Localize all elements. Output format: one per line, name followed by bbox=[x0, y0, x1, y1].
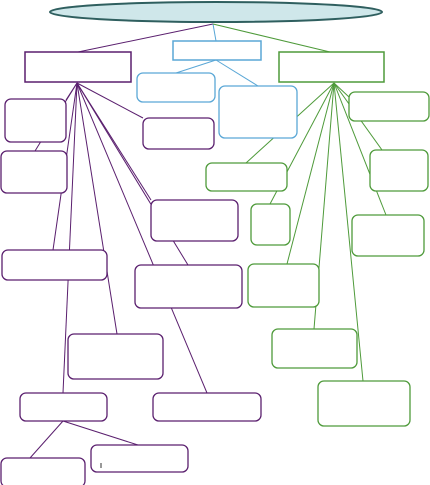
edge-left-sub-0 bbox=[29, 420, 64, 459]
edge-left-2 bbox=[76, 82, 144, 119]
edge-root-right bbox=[212, 23, 331, 53]
edge-root-left bbox=[77, 23, 214, 53]
edge-left-sub-1 bbox=[62, 420, 139, 446]
right-child-node-5[interactable] bbox=[247, 263, 320, 308]
branch-node-left[interactable] bbox=[24, 51, 132, 83]
center-child-node-1[interactable] bbox=[218, 85, 298, 139]
child-nodes bbox=[0, 72, 430, 485]
left-child-node-2[interactable] bbox=[142, 117, 215, 150]
edge-right-7 bbox=[333, 82, 364, 382]
edge-left-8 bbox=[76, 82, 208, 394]
left-child-node-6[interactable] bbox=[67, 333, 164, 380]
right-child-node-0[interactable] bbox=[348, 91, 430, 122]
left-child-node-4[interactable] bbox=[1, 249, 108, 281]
edge-center-0 bbox=[175, 59, 217, 74]
root-node[interactable] bbox=[49, 1, 383, 23]
edge-center-1 bbox=[215, 59, 259, 87]
left-child-node-0[interactable] bbox=[4, 98, 67, 143]
right-child-node-7[interactable] bbox=[317, 380, 411, 427]
edge-right-0 bbox=[333, 82, 350, 98]
left-child-node-5[interactable] bbox=[134, 264, 243, 309]
left-subchild-node-1[interactable] bbox=[90, 444, 189, 473]
left-child-node-1[interactable] bbox=[0, 150, 68, 194]
edge-right-5 bbox=[286, 82, 335, 265]
center-child-node-0[interactable] bbox=[136, 72, 216, 103]
branch-node-center[interactable] bbox=[172, 40, 262, 61]
left-child-node-3[interactable] bbox=[150, 199, 239, 242]
edge-root-center bbox=[212, 23, 217, 42]
right-child-node-2[interactable] bbox=[205, 162, 288, 192]
left-subchild-node-0[interactable] bbox=[0, 457, 86, 485]
edge-right-4 bbox=[333, 82, 387, 216]
edge-left-7 bbox=[62, 82, 78, 394]
right-child-node-4[interactable] bbox=[351, 214, 425, 257]
edge-left-6 bbox=[76, 82, 118, 335]
left-child-node-8[interactable] bbox=[152, 392, 262, 422]
left-child-node-7[interactable] bbox=[19, 392, 108, 422]
right-child-node-3[interactable] bbox=[250, 203, 291, 246]
right-child-node-1[interactable] bbox=[369, 149, 429, 192]
branch-node-right[interactable] bbox=[278, 51, 385, 83]
right-child-node-6[interactable] bbox=[271, 328, 358, 369]
